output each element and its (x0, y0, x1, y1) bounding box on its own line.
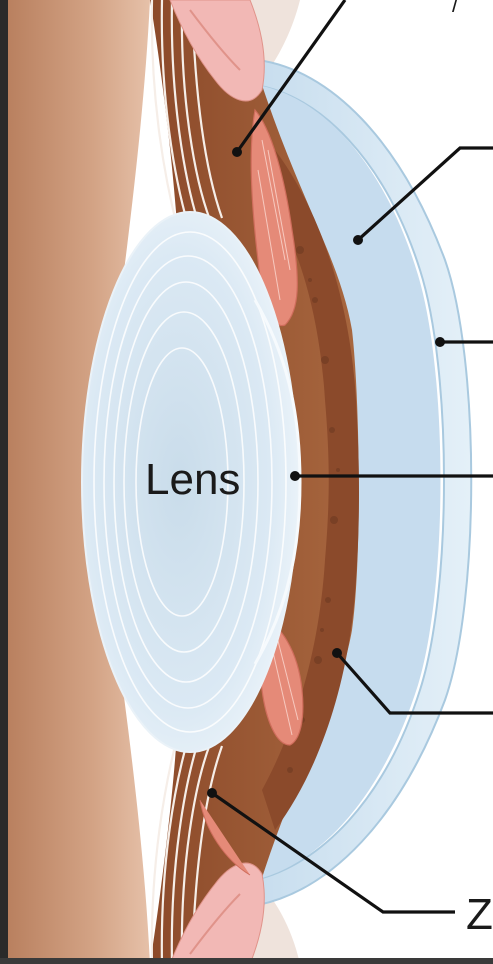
dot-iris (332, 648, 342, 658)
dot-lens (290, 471, 300, 481)
dot-zonule (207, 788, 217, 798)
top-label-partial: / (452, 0, 459, 17)
dot-aqueous (353, 235, 363, 245)
image-bottom-border (0, 958, 493, 964)
zonule-label-partial: Z (466, 890, 493, 939)
dot-ciliary (232, 147, 242, 157)
image-left-border (0, 0, 8, 964)
dot-cornea (435, 337, 445, 347)
lens-label: Lens (145, 455, 240, 504)
